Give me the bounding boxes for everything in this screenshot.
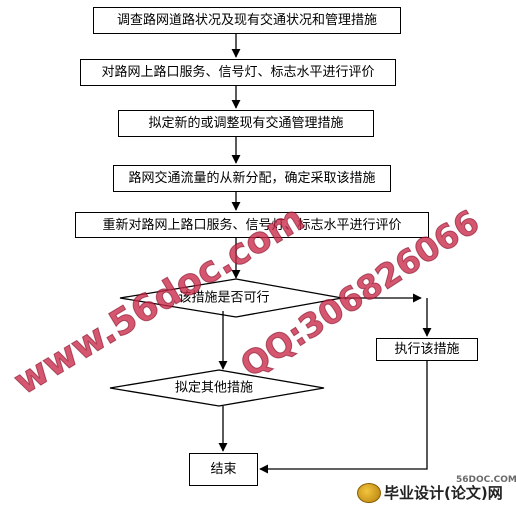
- arrow-execute-to-end: [259, 361, 428, 474]
- watermark-footer-text: 毕业设计(论文)网: [384, 484, 503, 502]
- step-plan-measures: 拟定新的或调整现有交通管理措施: [118, 110, 374, 137]
- decision-feasible-label: 该措施是否可行: [178, 290, 270, 306]
- step-execute: 执行该措施: [376, 338, 478, 361]
- watermark-footer: 毕业设计(论文)网: [357, 482, 503, 503]
- site-logo-icon: [357, 482, 381, 503]
- decision-other-label: 拟定其他措施: [174, 380, 254, 396]
- step-evaluate: 对路网上路口服务、信号灯、标志水平进行评价: [80, 59, 396, 86]
- step-survey: 调查路网道路状况及现有交通状况和管理措施: [93, 7, 401, 34]
- step-end: 结束: [189, 453, 258, 486]
- step-re-evaluate: 重新对路网上路口服务、信号灯、标志水平进行评价: [75, 212, 429, 238]
- decision-other-shape: [109, 369, 325, 407]
- step-redistribute: 路网交通流量的从新分配，确定采取该措施: [113, 165, 391, 192]
- watermark-corner-site: 56DOC.COM: [456, 475, 516, 485]
